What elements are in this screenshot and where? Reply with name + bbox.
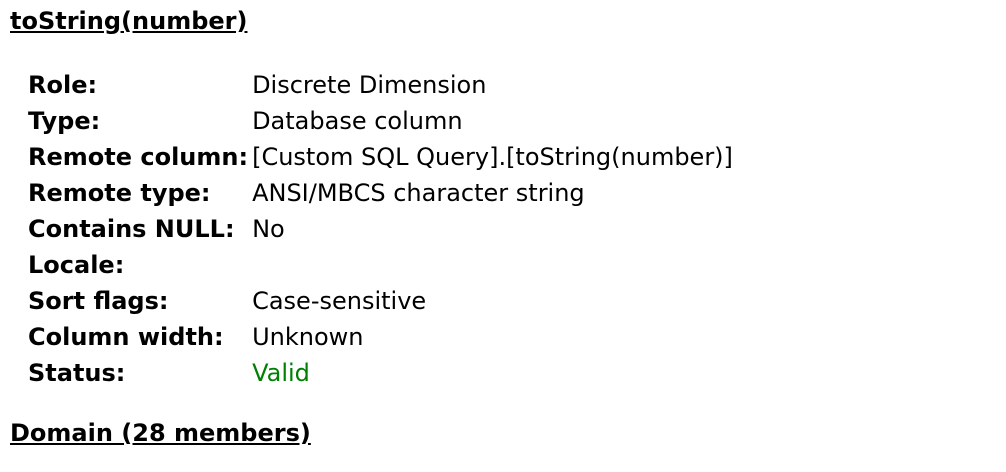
property-row-type: Type: Database column (24, 103, 737, 139)
property-value: Case-sensitive (252, 287, 427, 315)
property-row-locale: Locale: (24, 247, 737, 283)
property-label: Status: (28, 359, 126, 387)
property-row-remote-column: Remote column: [Custom SQL Query].[toStr… (24, 139, 737, 175)
domain-title: Domain (28 members) (10, 419, 311, 447)
property-label: Role: (28, 71, 98, 99)
property-row-remote-type: Remote type: ANSI/MBCS character string (24, 175, 737, 211)
property-label: Type: (28, 107, 101, 135)
property-row-status: Status: Valid (24, 355, 737, 391)
property-value: Discrete Dimension (252, 71, 487, 99)
property-value: [Custom SQL Query].[toString(number)] (252, 143, 733, 171)
property-value: No (252, 215, 285, 243)
property-label: Remote column: (28, 143, 249, 171)
status-value: Valid (252, 359, 310, 387)
property-label: Remote type: (28, 179, 211, 207)
property-value (252, 247, 737, 283)
property-label: Locale: (28, 251, 125, 279)
property-row-column-width: Column width: Unknown (24, 319, 737, 355)
property-label: Sort flags: (28, 287, 169, 315)
property-value: Database column (252, 107, 463, 135)
property-label: Contains NULL: (28, 215, 235, 243)
property-value: ANSI/MBCS character string (252, 179, 585, 207)
property-label: Column width: (28, 323, 224, 351)
field-title: toString(number) (10, 7, 248, 35)
property-row-contains-null: Contains NULL: No (24, 211, 737, 247)
property-value: Unknown (252, 323, 364, 351)
field-properties-table: Role: Discrete Dimension Type: Database … (24, 67, 737, 391)
property-row-role: Role: Discrete Dimension (24, 67, 737, 103)
property-row-sort-flags: Sort flags: Case-sensitive (24, 283, 737, 319)
